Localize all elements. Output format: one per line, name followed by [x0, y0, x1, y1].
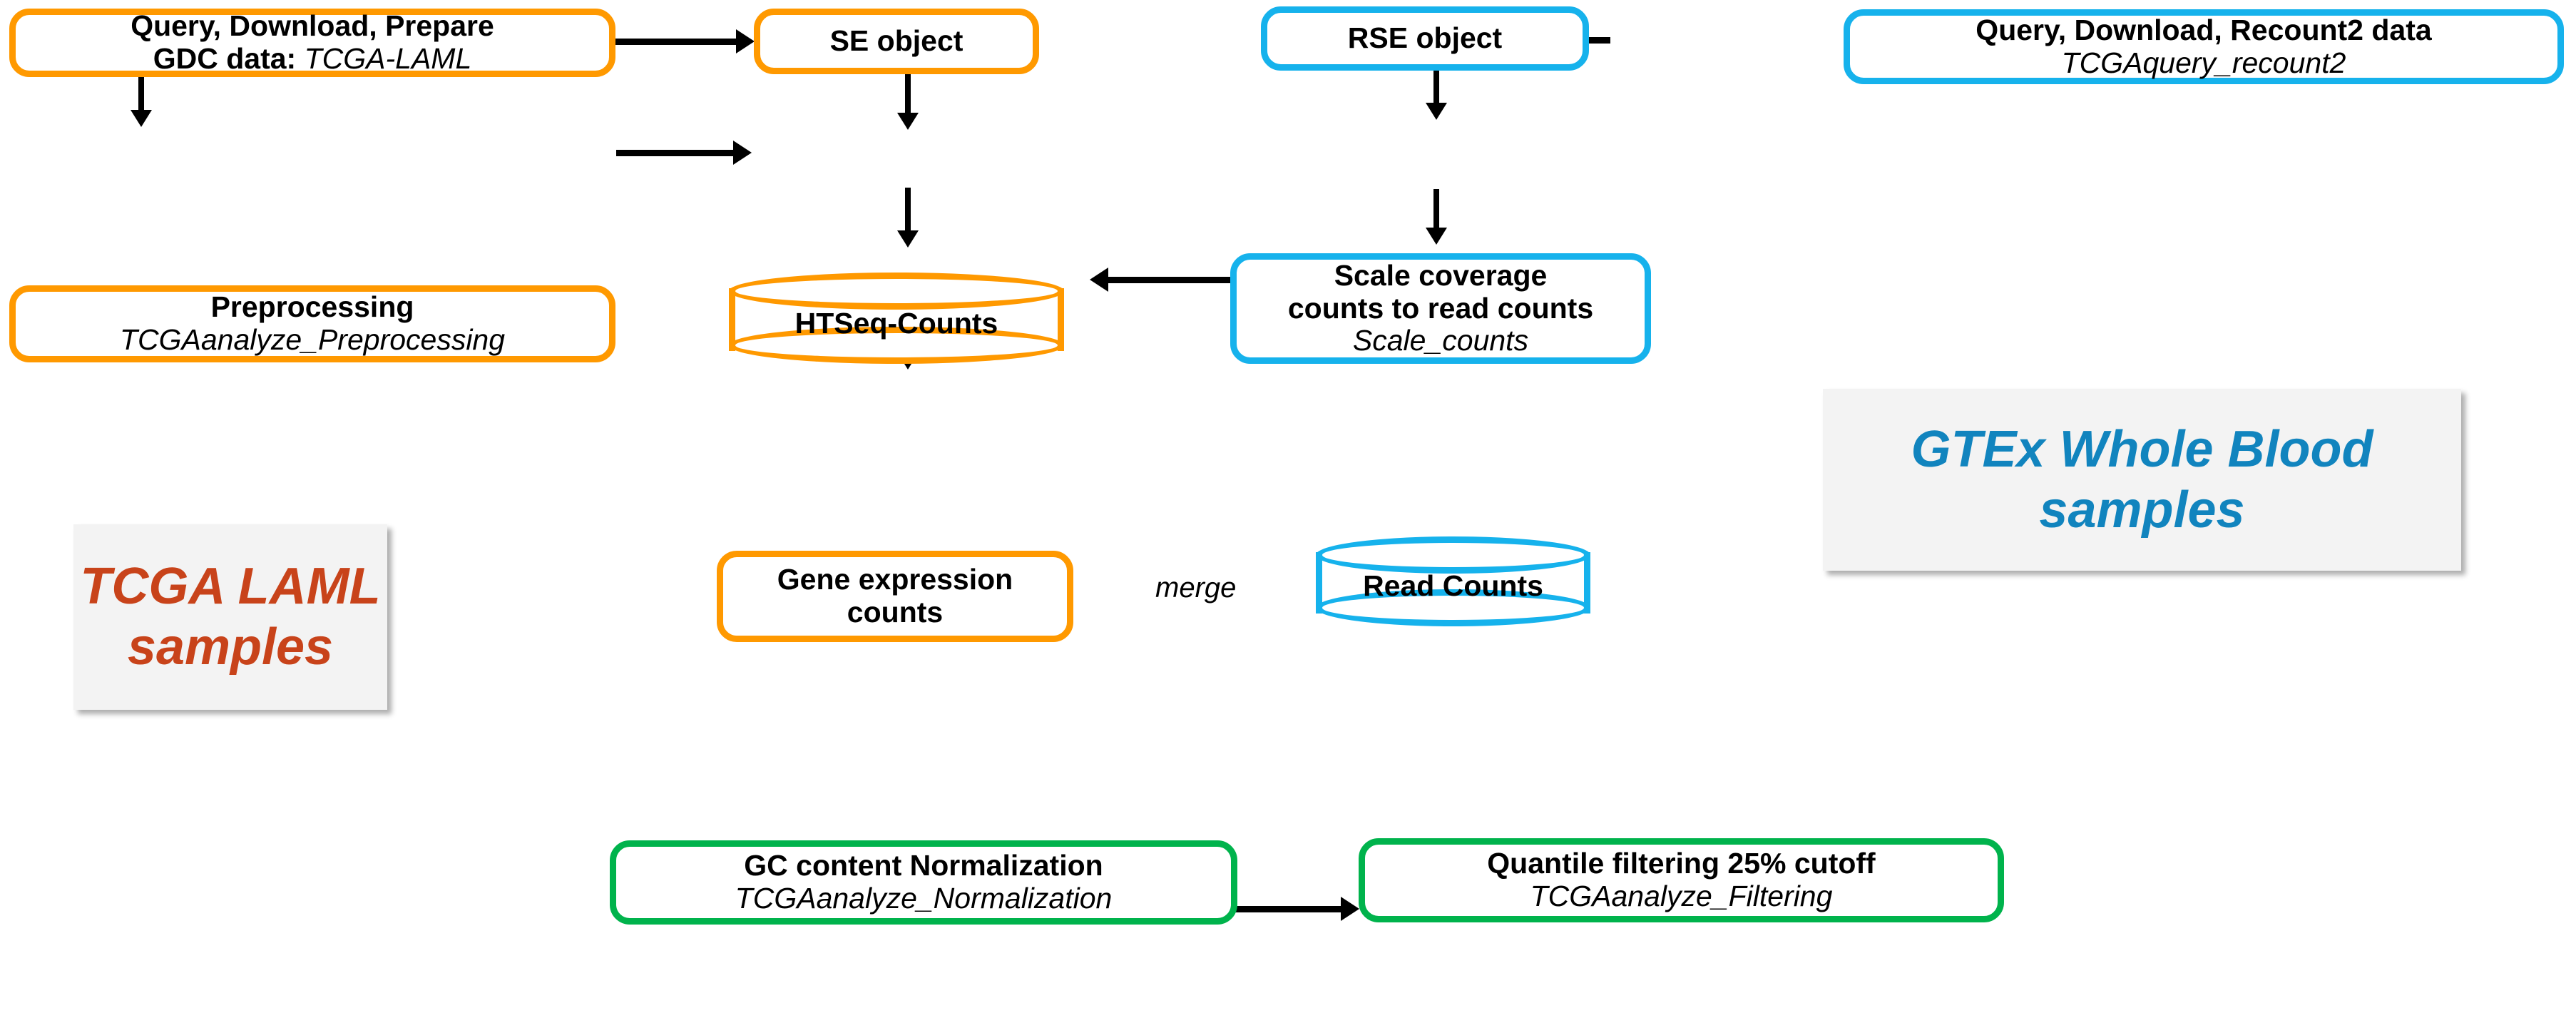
node-query-download-prepare-gdc[interactable]: Query, Download, Prepare GDC data: TCGA-… [9, 9, 615, 77]
arrow-htseqcounts-to-geneexpression [897, 188, 919, 248]
query-gdc-sub-function: TCGA-LAML [304, 42, 472, 75]
node-htseq-counts[interactable]: HTSeq-Counts [729, 273, 1064, 367]
arrow-preprocessing-to-htseqcounts [616, 140, 752, 166]
gene-expression-title-line2: counts [847, 596, 944, 628]
group-label-tcga-laml: TCGA LAML samples [73, 524, 387, 710]
rse-object-title: RSE object [1347, 21, 1503, 55]
gtex-label-line2: samples [2039, 481, 2245, 539]
query-recount2-title: Query, Download, Recount2 data [1976, 13, 2432, 46]
node-preprocessing[interactable]: Preprocessing TCGAanalyze_Preprocessing [9, 285, 615, 362]
edge-label-merge: merge [1155, 572, 1237, 604]
node-gc-content-normalization[interactable]: GC content Normalization TCGAanalyze_Nor… [610, 840, 1237, 925]
gc-normalization-title: GC content Normalization [744, 849, 1103, 882]
group-label-gtex-whole-blood: GTEx Whole Blood samples [1823, 389, 2461, 571]
arrow-querygdc-to-seobject [615, 29, 755, 54]
scale-coverage-function: Scale_counts [1352, 324, 1529, 357]
arrow-seobject-to-htseqcounts [897, 71, 919, 130]
gtex-label-line1: GTEx Whole Blood [1911, 420, 2373, 478]
preprocessing-function: TCGAanalyze_Preprocessing [119, 323, 506, 356]
node-query-download-recount2[interactable]: Query, Download, Recount2 data TCGAquery… [1844, 9, 2564, 84]
htseq-counts-title: HTSeq-Counts [794, 307, 998, 340]
arrow-gcnormalization-to-quantilefiltering [1236, 896, 1359, 922]
scale-coverage-title-line1: Scale coverage [1334, 258, 1548, 292]
node-scale-coverage[interactable]: Scale coverage counts to read counts Sca… [1230, 253, 1651, 364]
node-rse-object[interactable]: RSE object [1261, 6, 1589, 71]
preprocessing-title: Preprocessing [210, 290, 414, 324]
se-object-title: SE object [829, 24, 964, 58]
arrow-readcounts-to-geneexpression [1090, 267, 1311, 292]
query-gdc-title: Query, Download, Prepare [131, 9, 494, 43]
node-quantile-filtering[interactable]: Quantile filtering 25% cutoff TCGAanalyz… [1359, 838, 2004, 922]
query-gdc-subtitle: GDC data: TCGA-LAML [153, 42, 472, 76]
arrow-querygdc-to-preprocessing [131, 76, 152, 127]
gc-normalization-function: TCGAanalyze_Normalization [735, 882, 1113, 915]
query-gdc-sub-label: GDC data: [153, 42, 297, 75]
read-counts-cylinder-bottom [1316, 589, 1590, 626]
node-se-object[interactable]: SE object [754, 9, 1039, 74]
tcga-label-line1: TCGA LAML [80, 558, 381, 616]
read-counts-cylinder-top [1316, 536, 1590, 574]
query-recount2-function: TCGAquery_recount2 [2061, 46, 2346, 79]
htseq-counts-cylinder-bottom [729, 327, 1064, 364]
node-gene-expression-counts[interactable]: Gene expression counts [717, 551, 1073, 642]
gene-expression-title-line1: Gene expression [777, 563, 1013, 596]
scale-coverage-title-line2: counts to read counts [1287, 291, 1594, 325]
quantile-filtering-title: Quantile filtering 25% cutoff [1487, 847, 1876, 880]
arrow-rseobject-to-scalecoverage [1426, 69, 1447, 120]
quantile-filtering-function: TCGAanalyze_Filtering [1530, 880, 1833, 912]
node-read-counts[interactable]: Read Counts [1316, 536, 1590, 629]
read-counts-title: Read Counts [1363, 569, 1543, 602]
htseq-counts-cylinder-top [729, 273, 1064, 310]
arrow-scalecoverage-to-readcounts [1426, 189, 1447, 245]
tcga-label-line2: samples [127, 619, 334, 676]
